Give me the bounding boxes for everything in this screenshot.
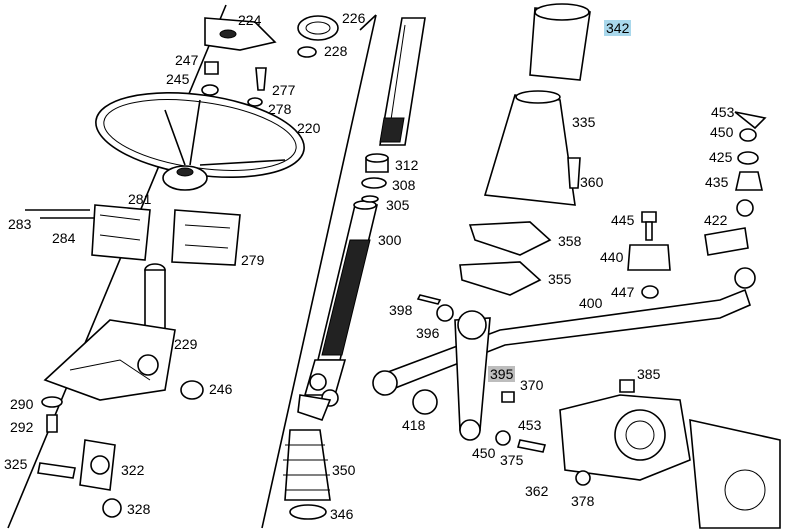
lower-u-joint: [37, 396, 122, 518]
label-350: 350: [332, 462, 356, 478]
rubber-boot: [283, 429, 331, 520]
label-328: 328: [127, 501, 151, 517]
label-447: 447: [611, 284, 635, 300]
label-422: 422: [704, 212, 728, 228]
label-246: 246: [209, 381, 233, 397]
label-445: 445: [611, 212, 635, 228]
label-278: 278: [268, 101, 292, 117]
label-450-upper: 450: [710, 124, 734, 140]
label-229: 229: [174, 336, 198, 352]
steering-wheel: [95, 91, 305, 191]
horn-pad-parts: [201, 15, 339, 107]
steering-shaft: [297, 17, 426, 421]
label-355: 355: [548, 271, 572, 287]
label-435: 435: [705, 174, 729, 190]
label-400: 400: [579, 295, 603, 311]
label-312: 312: [395, 157, 419, 173]
steering-gear-box: [495, 379, 781, 529]
label-346: 346: [330, 506, 354, 522]
label-362: 362: [525, 483, 549, 499]
drag-link-and-arm: [372, 267, 756, 441]
label-283: 283: [8, 216, 32, 232]
label-453-lower: 453: [518, 417, 542, 433]
label-226: 226: [342, 10, 366, 26]
label-300: 300: [378, 232, 402, 248]
shaft-bushings: [361, 153, 389, 203]
label-292: 292: [10, 419, 34, 435]
label-247: 247: [175, 52, 199, 68]
shift-boot-parts: [459, 3, 591, 296]
tie-rod-end-parts: [627, 111, 767, 299]
label-335: 335: [572, 114, 596, 130]
label-375: 375: [500, 452, 524, 468]
label-277: 277: [272, 82, 296, 98]
label-224: 224: [238, 12, 262, 28]
label-322: 322: [121, 462, 145, 478]
label-342: 342: [604, 20, 632, 36]
label-418: 418: [402, 417, 426, 433]
label-440: 440: [600, 249, 624, 265]
label-245: 245: [166, 71, 190, 87]
label-325: 325: [4, 456, 28, 472]
label-396: 396: [416, 325, 440, 341]
label-228: 228: [324, 43, 348, 59]
label-360: 360: [580, 174, 604, 190]
label-358: 358: [558, 233, 582, 249]
column-frame-lines: [7, 4, 377, 529]
label-398: 398: [389, 302, 413, 318]
label-385: 385: [637, 366, 661, 382]
switch-housings: [25, 204, 241, 266]
label-308: 308: [392, 177, 416, 193]
label-395: 395: [488, 366, 516, 382]
label-450-lower: 450: [472, 445, 496, 461]
label-284: 284: [52, 230, 76, 246]
label-370: 370: [520, 377, 544, 393]
label-290: 290: [10, 396, 34, 412]
lower-column-housing: [43, 263, 204, 401]
label-305: 305: [386, 197, 410, 213]
label-378: 378: [571, 493, 595, 509]
label-220: 220: [297, 120, 321, 136]
label-425: 425: [709, 149, 733, 165]
label-279: 279: [241, 252, 265, 268]
label-281: 281: [128, 191, 152, 207]
label-453-upper: 453: [711, 104, 735, 120]
